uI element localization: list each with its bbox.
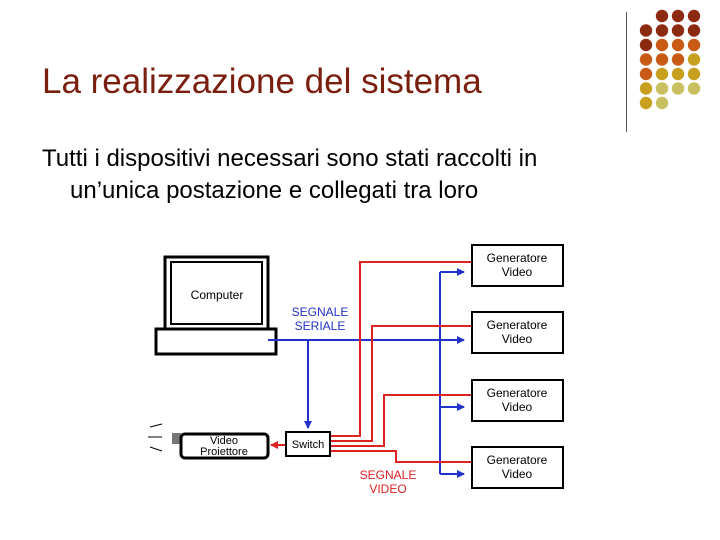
decor-dot [687, 24, 701, 37]
decor-dot [671, 38, 685, 52]
computer-screen [170, 261, 263, 325]
switch: Switch [285, 431, 331, 457]
decor-dot [655, 53, 669, 66]
decor-dot [655, 38, 669, 52]
decor-dot [639, 53, 653, 66]
video-from-gen-3 [330, 394, 472, 447]
switch-box [285, 431, 331, 457]
serial-signal-label-2: SERIALE [295, 319, 346, 333]
projector: Video Proiettore [148, 423, 270, 460]
decor-dot [639, 24, 653, 37]
decor-dot [655, 82, 669, 95]
decor-dot [655, 9, 669, 23]
video-from-gen-2 [330, 325, 472, 442]
decor-dot [671, 24, 685, 37]
generator-3: Generatore Video [471, 379, 564, 422]
video-signal-label-2: VIDEO [369, 482, 406, 496]
computer-label: Computer [191, 288, 244, 302]
decor-dot [671, 9, 685, 23]
decor-dot [639, 82, 653, 95]
bullet-line-2: un’unica postazione e collegati tra loro [70, 177, 479, 204]
bullet-text: Tutti i dispositivi necessari sono stati… [42, 143, 702, 207]
decor-dot [687, 67, 701, 81]
generator-label-2: Video [502, 265, 533, 279]
decor-dot [687, 9, 701, 23]
generator-label-1: Generatore [487, 453, 548, 467]
decor-dot [655, 24, 669, 37]
video-signal-label-1: SEGNALE [360, 468, 417, 482]
slide-title: La realizzazione del sistema [42, 62, 482, 101]
serial-signal-label-1: SEGNALE [292, 305, 349, 319]
computer: Computer [154, 255, 278, 356]
video-lines [270, 261, 472, 463]
generator-box [471, 446, 564, 489]
generator-box [471, 311, 564, 354]
decor-dot [639, 96, 653, 110]
decor-dot [687, 82, 701, 95]
decor-dot [655, 67, 669, 81]
projector-lens [172, 433, 181, 444]
switch-label: Switch [292, 439, 324, 451]
generator-4: Generatore Video [471, 446, 564, 489]
serial-lines [268, 268, 465, 478]
computer-base [154, 327, 278, 356]
generator-box [471, 244, 564, 287]
projector-beam-3 [149, 446, 163, 452]
generator-label-2: Video [502, 467, 533, 481]
computer-label-bg [184, 286, 250, 304]
decor-dot [671, 67, 685, 81]
decor-dot [655, 96, 669, 110]
video-from-gen-1 [330, 261, 472, 437]
decor-dot [687, 53, 701, 66]
projector-body [179, 432, 270, 460]
decor-dot [687, 38, 701, 52]
generator-1: Generatore Video [471, 244, 564, 287]
decor-dot [671, 53, 685, 66]
generator-label-1: Generatore [487, 386, 548, 400]
generator-label-2: Video [502, 400, 533, 414]
generator-label-2: Video [502, 332, 533, 346]
generator-label-1: Generatore [487, 251, 548, 265]
generator-2: Generatore Video [471, 311, 564, 354]
projector-beam-1 [149, 423, 163, 428]
decor-dot-grid [639, 9, 701, 110]
projector-label-2: Proiettore [200, 446, 248, 458]
decor-dot [639, 67, 653, 81]
bullet-line-1: Tutti i dispositivi necessari sono stati… [42, 145, 538, 172]
decor-divider [626, 12, 627, 132]
generator-label-1: Generatore [487, 318, 548, 332]
video-from-gen-4 [330, 450, 472, 463]
decor-dot [639, 38, 653, 52]
generator-box [471, 379, 564, 422]
projector-label-1: Video [210, 435, 238, 447]
decor-dot [671, 82, 685, 95]
